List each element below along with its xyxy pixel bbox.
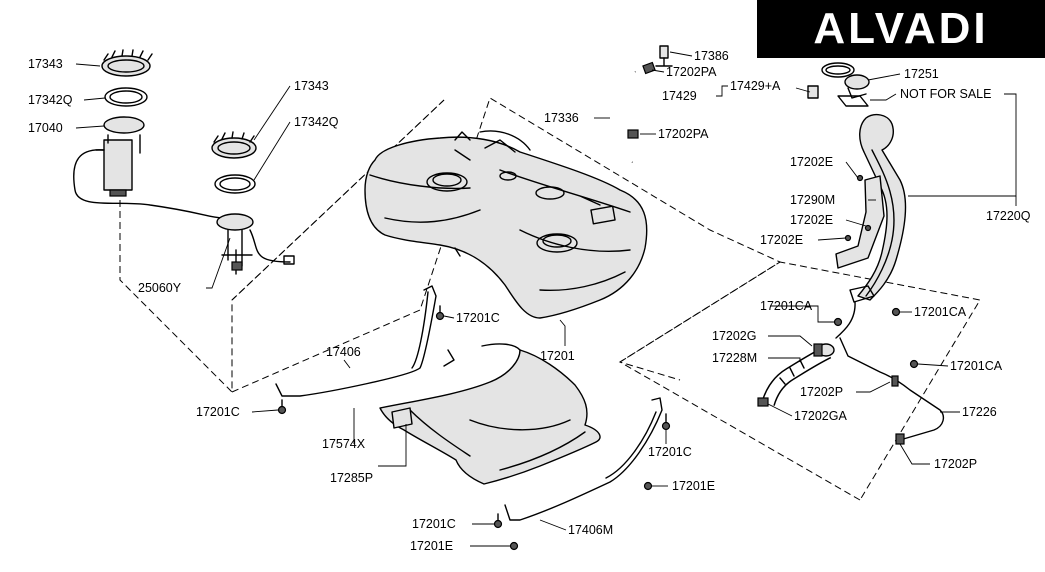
- callout-17406m: 17406M: [568, 523, 613, 537]
- callout-17342q-mid: 17342Q: [294, 115, 339, 129]
- hose-clip-17202pa-top: [642, 61, 656, 75]
- bolt-17201c-3: [661, 413, 671, 431]
- callout-17201c-1: 17201C: [456, 311, 500, 325]
- callout-17201c-4: 17201C: [412, 517, 456, 531]
- callout-17202e-1: 17202E: [790, 155, 833, 169]
- brand-logo: ALVADI: [757, 0, 1045, 58]
- callout-17201ca-1: 17201CA: [760, 299, 813, 313]
- hose-clamp-17202g: [813, 343, 823, 357]
- bolt-17201e-2: [509, 541, 519, 551]
- callout-17202pa-mid: 17202PA: [658, 127, 709, 141]
- fuel-sender-25060y: [216, 213, 295, 275]
- callout-17336: 17336: [544, 111, 579, 125]
- callout-17202e-2: 17202E: [790, 213, 833, 227]
- bolt-17201c-1: [435, 305, 445, 321]
- hose-clamp-17202ga: [757, 397, 769, 407]
- fuel-pump-17040: [73, 116, 226, 219]
- valve-17386: [655, 45, 673, 67]
- callout-17220q: 17220Q: [986, 209, 1031, 223]
- callout-17040: 17040: [28, 121, 63, 135]
- callout-17201ca-3: 17201CA: [950, 359, 1003, 373]
- callout-17386: 17386: [694, 49, 729, 63]
- callout-17201e-1: 17201E: [672, 479, 715, 493]
- dashed-outline-pump-group: [119, 99, 445, 394]
- seal-ring-17342q-top: [104, 87, 148, 107]
- filler-ring-17251: [821, 62, 870, 99]
- callout-17343-top: 17343: [28, 57, 63, 71]
- insulator-17574x: [391, 407, 413, 429]
- bolt-17201ca-2: [891, 307, 901, 317]
- bolt-17201c-4: [493, 513, 503, 529]
- callout-17201ca-2: 17201CA: [914, 305, 967, 319]
- breather-hose-17336: [600, 70, 637, 164]
- bolt-17202e-3: [844, 234, 852, 242]
- bolt-17201ca-1: [833, 317, 843, 327]
- callout-17228m: 17228M: [712, 351, 757, 365]
- callout-not-for-sale: NOT FOR SALE: [900, 87, 991, 101]
- bolt-17202e-2: [864, 224, 872, 232]
- callout-17201c-3: 17201C: [648, 445, 692, 459]
- hose-clip-17202pa-mid: [627, 129, 639, 139]
- callout-17251: 17251: [904, 67, 939, 81]
- bolt-17202e-1: [856, 174, 864, 182]
- filler-bracket-not-for-sale: [837, 95, 869, 107]
- callout-17202g: 17202G: [712, 329, 756, 343]
- vent-tube-17226: [839, 337, 945, 445]
- bolt-17201e-1: [643, 481, 653, 491]
- heat-insulator-17285p: [379, 343, 601, 485]
- callout-17429a: 17429+A: [730, 79, 781, 93]
- callout-25060y: 25060Y: [138, 281, 182, 295]
- cap-17429: [807, 85, 819, 99]
- callout-17343-mid: 17343: [294, 79, 329, 93]
- callout-17202e-3: 17202E: [760, 233, 803, 247]
- callout-17226: 17226: [962, 405, 997, 419]
- lock-ring-17343-top: [101, 49, 153, 77]
- bracket-17290m: [835, 175, 885, 269]
- lock-ring-17343-mid: [211, 131, 257, 159]
- dashed-outline-filler-side: [619, 361, 861, 501]
- dashed-outline-pump-group-2: [231, 99, 445, 301]
- callout-17342q-top: 17342Q: [28, 93, 73, 107]
- fill-hose-17228m: [761, 343, 835, 407]
- leader-lines: [75, 51, 1017, 547]
- strap-17406m: [504, 397, 663, 521]
- brand-logo-text: ALVADI: [813, 4, 989, 53]
- fuel-tank-17201: [364, 130, 648, 319]
- callout-17202ga: 17202GA: [794, 409, 847, 423]
- callout-17290m: 17290M: [790, 193, 835, 207]
- callout-17429: 17429: [662, 89, 697, 103]
- callout-17201: 17201: [540, 349, 575, 363]
- seal-ring-17342q-mid: [214, 174, 256, 194]
- callout-17202p-1: 17202P: [800, 385, 843, 399]
- strap-17406: [275, 285, 437, 397]
- bolt-17201ca-3: [909, 359, 919, 369]
- callout-17406: 17406: [326, 345, 361, 359]
- callout-17202pa-top: 17202PA: [666, 65, 717, 79]
- bolt-17201c-2: [277, 399, 287, 415]
- callout-17574x: 17574X: [322, 437, 366, 451]
- callout-17285p: 17285P: [330, 471, 373, 485]
- callout-17201c-2: 17201C: [196, 405, 240, 419]
- callout-17202p-2: 17202P: [934, 457, 977, 471]
- callout-17201e-2: 17201E: [410, 539, 453, 553]
